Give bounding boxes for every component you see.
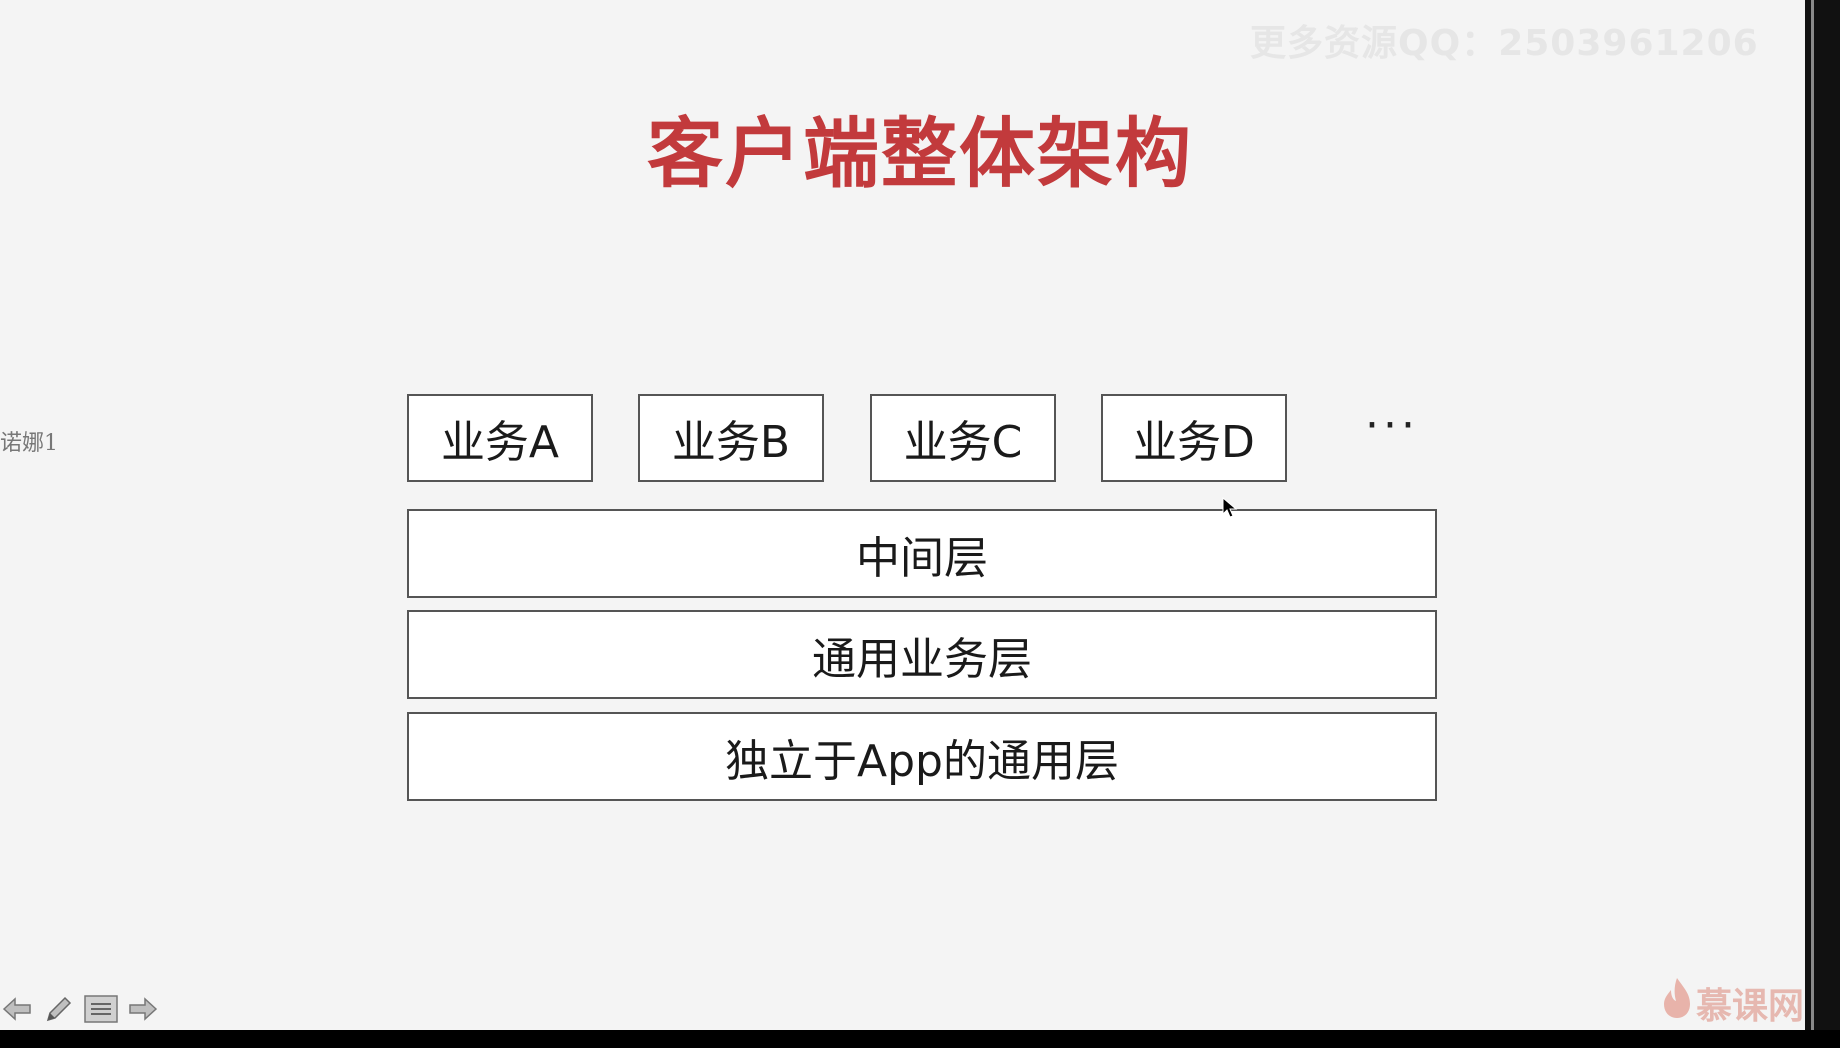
- brand-logo: 慕课网: [1662, 976, 1804, 1029]
- right-edge-bar: [1805, 0, 1840, 1030]
- mouse-cursor-icon: [1222, 496, 1238, 523]
- flame-icon: [1662, 976, 1692, 1029]
- layer-app-independent: 独立于App的通用层: [407, 712, 1437, 801]
- business-box-b: 业务B: [638, 394, 824, 482]
- more-ellipsis: ···: [1365, 400, 1419, 451]
- menu-icon[interactable]: [84, 994, 118, 1024]
- brand-name: 慕课网: [1696, 985, 1805, 1027]
- layer-middle: 中间层: [407, 509, 1437, 598]
- slide-title: 客户端整体架构: [647, 109, 1193, 198]
- pen-icon[interactable]: [42, 994, 76, 1024]
- bottom-edge-bar: [0, 1030, 1840, 1048]
- arrow-left-icon[interactable]: [0, 994, 34, 1024]
- business-box-a: 业务A: [407, 394, 593, 482]
- side-label: 诺娜1: [0, 431, 58, 456]
- business-box-d: 业务D: [1101, 394, 1287, 482]
- layer-common-business: 通用业务层: [407, 610, 1437, 699]
- slide-toolbar: [0, 994, 160, 1024]
- watermark-text: 更多资源QQ：2503961206: [1250, 23, 1759, 64]
- arrow-right-icon[interactable]: [126, 994, 160, 1024]
- business-box-c: 业务C: [870, 394, 1056, 482]
